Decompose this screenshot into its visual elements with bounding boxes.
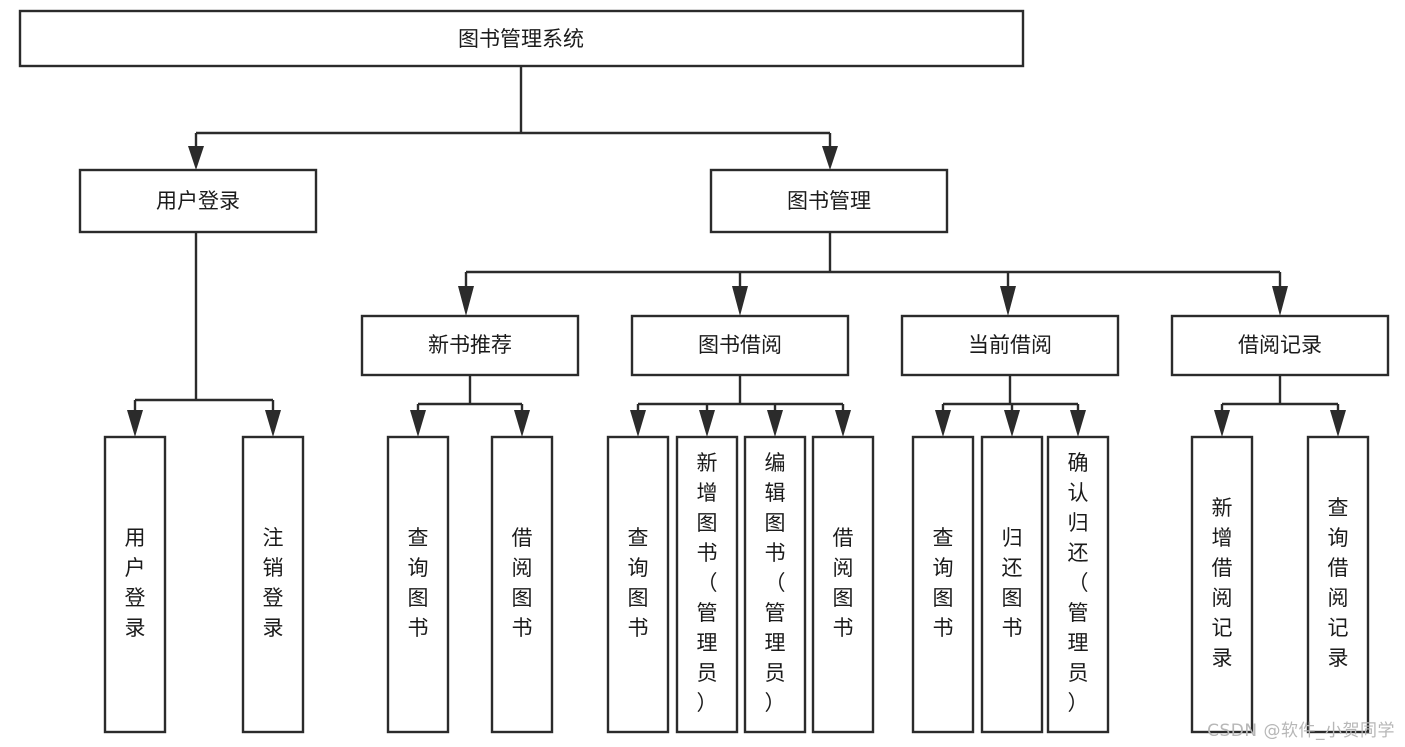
node-user-login[interactable]: 用户登录: [78, 168, 318, 234]
leaf-query-book-3-label: 查询图书: [933, 526, 954, 640]
leaf-borrow-book-2-box[interactable]: [811, 435, 875, 734]
connectors-borrow-record-to-leaves: [1214, 375, 1346, 437]
arrow-head-leaf-borrow-book-2: [835, 410, 851, 437]
leaf-edit-book-box[interactable]: [743, 435, 807, 734]
leaf-borrow-book-1-box[interactable]: [490, 435, 554, 734]
leaf-user-login[interactable]: 用户登录: [103, 435, 167, 734]
node-book-borrow-label: 图书借阅: [698, 333, 782, 357]
arrow-head-leaf-borrow-book-1: [514, 410, 530, 437]
arrow-head-leaf-query-book-2: [630, 410, 646, 437]
node-book-borrow-box[interactable]: [630, 314, 850, 377]
arrow-head-leaf-confirm-return: [1070, 410, 1086, 437]
leaf-user-logout-box[interactable]: [241, 435, 305, 734]
node-user-login-box[interactable]: [78, 168, 318, 234]
leaf-confirm-return-box[interactable]: [1046, 435, 1110, 734]
node-root-box[interactable]: [18, 9, 1025, 68]
leaf-borrow-book-1[interactable]: 借阅图书: [490, 435, 554, 734]
leaf-add-record[interactable]: 新增借阅记录: [1190, 435, 1254, 734]
leaf-query-book-1-box[interactable]: [386, 435, 450, 734]
leaf-query-book-2-box[interactable]: [606, 435, 670, 734]
leaf-add-record-label: 新增借阅记录: [1212, 496, 1233, 670]
arrow-head-book-borrow: [732, 286, 748, 316]
arrow-head-leaf-user-login: [127, 410, 143, 437]
arrow-head-leaf-edit-book: [767, 410, 783, 437]
leaf-confirm-return-label: 确认归还（管理员）: [1068, 451, 1089, 715]
arrow-head-leaf-query-book-1: [410, 410, 426, 437]
leaf-return-book-label: 归还图书: [1002, 526, 1023, 640]
leaf-query-record[interactable]: 查询借阅记录: [1306, 435, 1370, 734]
leaf-query-book-3[interactable]: 查询图书: [911, 435, 975, 734]
arrow-head-borrow-record: [1272, 286, 1288, 316]
leaf-query-book-3-box[interactable]: [911, 435, 975, 734]
node-new-book-recommend-label: 新书推荐: [428, 333, 512, 357]
arrow-head-leaf-query-record: [1330, 410, 1346, 437]
node-book-manage-box[interactable]: [709, 168, 949, 234]
csdn-watermark: CSDN @软件_小贺同学: [1207, 721, 1395, 741]
arrow-head-leaf-user-logout: [265, 410, 281, 437]
leaf-add-record-box[interactable]: [1190, 435, 1254, 734]
arrow-head-new-book-recommend: [458, 286, 474, 316]
node-user-login-label: 用户登录: [156, 189, 240, 213]
leaf-user-login-box[interactable]: [103, 435, 167, 734]
node-new-book-recommend[interactable]: 新书推荐: [360, 314, 580, 377]
connectors-new-book-recommend-to-leaves: [410, 375, 530, 437]
leaf-user-logout-label: 注销登录: [263, 526, 284, 640]
leaf-add-book[interactable]: 新增图书（管理员）: [675, 435, 739, 734]
node-root[interactable]: 图书管理系统: [18, 9, 1025, 68]
node-borrow-record-box[interactable]: [1170, 314, 1390, 377]
arrow-head-current-borrow: [1000, 286, 1016, 316]
node-current-borrow-box[interactable]: [900, 314, 1120, 377]
node-current-borrow[interactable]: 当前借阅: [900, 314, 1120, 377]
node-root-label: 图书管理系统: [458, 27, 584, 51]
node-book-manage-label: 图书管理: [787, 189, 871, 213]
leaf-user-logout[interactable]: 注销登录: [241, 435, 305, 734]
node-borrow-record-label: 借阅记录: [1238, 333, 1322, 357]
leaf-add-book-label: 新增图书（管理员）: [697, 451, 718, 715]
arrow-head-leaf-add-record: [1214, 410, 1230, 437]
node-current-borrow-label: 当前借阅: [968, 333, 1052, 357]
node-new-book-recommend-box[interactable]: [360, 314, 580, 377]
leaf-confirm-return[interactable]: 确认归还（管理员）: [1046, 435, 1110, 734]
arrow-head-book-manage: [822, 146, 838, 170]
leaf-edit-book-label: 编辑图书（管理员）: [765, 451, 786, 715]
connectors-book-borrow-to-leaves: [630, 375, 851, 437]
node-borrow-record[interactable]: 借阅记录: [1170, 314, 1390, 377]
arrow-head-user-login: [188, 146, 204, 170]
leaf-add-book-box[interactable]: [675, 435, 739, 734]
connectors-user-login-to-leaves: [127, 232, 281, 437]
leaf-borrow-book-2-label: 借阅图书: [833, 526, 854, 640]
leaf-return-book-box[interactable]: [980, 435, 1044, 734]
leaf-borrow-book-2[interactable]: 借阅图书: [811, 435, 875, 734]
node-book-manage[interactable]: 图书管理: [709, 168, 949, 234]
leaf-borrow-book-1-label: 借阅图书: [512, 526, 533, 640]
leaf-query-book-1[interactable]: 查询图书: [386, 435, 450, 734]
connectors-book-manage-to-level3: [458, 232, 1288, 316]
arrow-head-leaf-return-book: [1004, 410, 1020, 437]
leaf-query-book-1-label: 查询图书: [408, 526, 429, 640]
connectors-current-borrow-to-leaves: [935, 375, 1086, 437]
leaf-query-record-box[interactable]: [1306, 435, 1370, 734]
leaf-query-record-label: 查询借阅记录: [1328, 496, 1349, 670]
arrow-head-leaf-add-book: [699, 410, 715, 437]
leaf-user-login-label: 用户登录: [125, 526, 146, 640]
arrow-head-leaf-query-book-3: [935, 410, 951, 437]
connectors-root-to-level2: [188, 66, 838, 170]
leaf-query-book-2-label: 查询图书: [628, 526, 649, 640]
leaf-edit-book[interactable]: 编辑图书（管理员）: [743, 435, 807, 734]
leaf-query-book-2[interactable]: 查询图书: [606, 435, 670, 734]
leaf-return-book[interactable]: 归还图书: [980, 435, 1044, 734]
node-book-borrow[interactable]: 图书借阅: [630, 314, 850, 377]
